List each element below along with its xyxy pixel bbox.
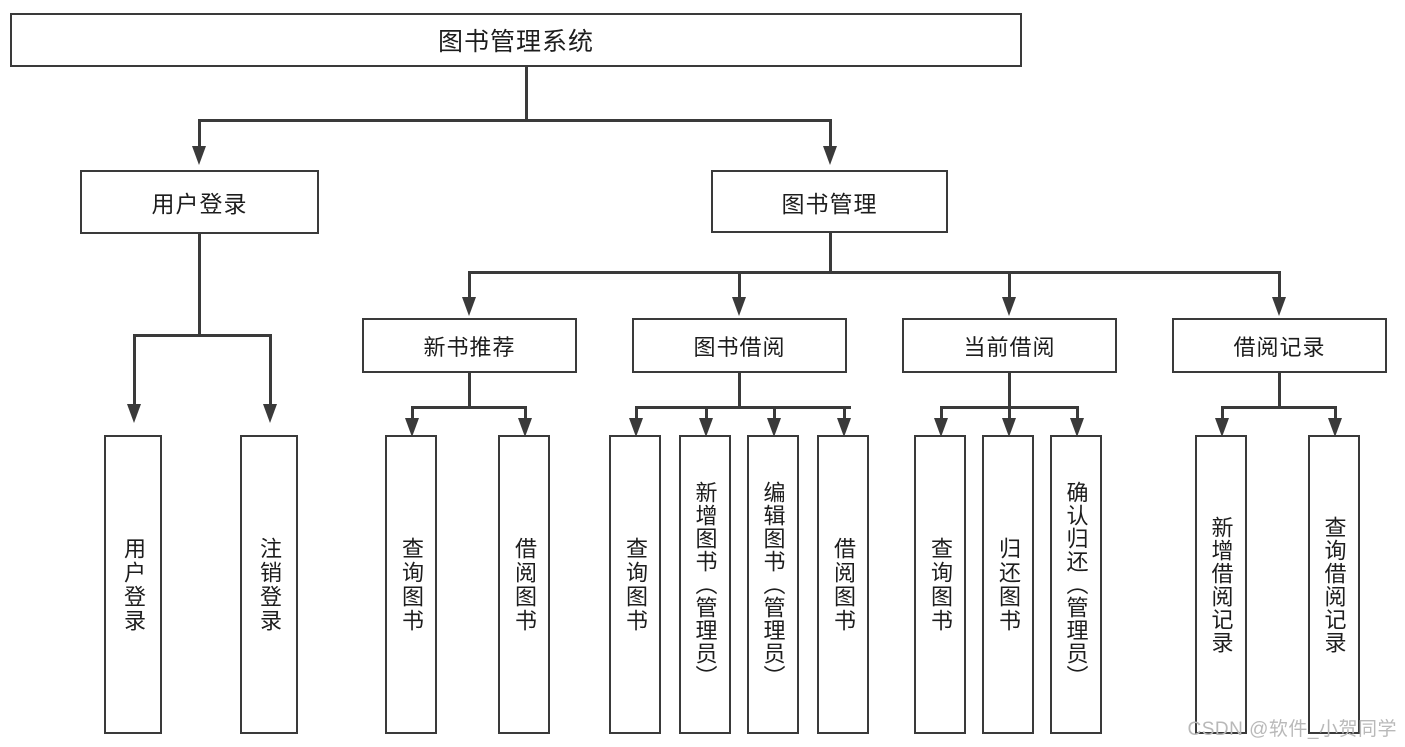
node-leaf-confirm-return[interactable]: 确认归还（管理员） xyxy=(1050,435,1102,734)
node-book-management-label: 图书管理 xyxy=(781,190,878,217)
node-user-login[interactable]: 用户登录 xyxy=(80,170,319,234)
connector-cb-to-leaf-1 xyxy=(940,406,943,422)
connector-bm-to-borrow-record xyxy=(1278,271,1281,299)
node-leaf-query-book-3[interactable]: 查询图书 xyxy=(914,435,966,734)
connector-user-login-bus xyxy=(133,334,271,337)
arrowhead-leaf-user-login xyxy=(127,404,141,423)
connector-root-bus xyxy=(198,119,832,122)
arrowhead-leaf-edit-book xyxy=(767,418,781,437)
node-new-book-recommend[interactable]: 新书推荐 xyxy=(362,318,577,373)
node-leaf-query-book-1[interactable]: 查询图书 xyxy=(385,435,437,734)
connector-user-login-stem xyxy=(198,234,201,336)
node-leaf-logout-login[interactable]: 注销登录 xyxy=(240,435,298,734)
connector-br-to-leaf-2 xyxy=(1334,406,1337,422)
node-borrow-record-label: 借阅记录 xyxy=(1233,334,1326,360)
node-leaf-edit-book[interactable]: 编辑图书（管理员） xyxy=(747,435,799,734)
node-current-borrow-label: 当前借阅 xyxy=(963,334,1056,360)
connector-bb-to-leaf-1 xyxy=(635,406,638,422)
node-leaf-user-login[interactable]: 用户登录 xyxy=(104,435,162,734)
connector-cb-to-leaf-3 xyxy=(1076,406,1079,422)
node-leaf-borrow-book-1-label: 借阅图书 xyxy=(511,536,537,633)
arrowhead-book-management xyxy=(823,146,837,165)
arrowhead-leaf-add-borrow-record xyxy=(1215,418,1229,437)
connector-nbr-to-leaf-2 xyxy=(524,406,527,422)
csdn-watermark: CSDN @软件_小贺同学 xyxy=(1187,719,1397,740)
connector-book-management-stem xyxy=(829,233,832,273)
node-leaf-add-book-label: 新增图书（管理员） xyxy=(692,481,718,688)
connector-nbr-bus xyxy=(411,406,526,409)
connector-user-login-to-leaf-1 xyxy=(133,334,136,406)
connector-bb-to-leaf-4 xyxy=(843,406,846,422)
node-leaf-add-book[interactable]: 新增图书（管理员） xyxy=(679,435,731,734)
connector-nbr-to-leaf-1 xyxy=(411,406,414,422)
connector-bm-to-book-borrow xyxy=(738,271,741,299)
node-leaf-query-book-3-label: 查询图书 xyxy=(927,536,953,633)
node-book-management[interactable]: 图书管理 xyxy=(711,170,948,233)
node-leaf-confirm-return-label: 确认归还（管理员） xyxy=(1063,481,1089,688)
node-leaf-logout-login-label: 注销登录 xyxy=(256,536,282,633)
node-root-system[interactable]: 图书管理系统 xyxy=(10,13,1022,67)
node-leaf-edit-book-label: 编辑图书（管理员） xyxy=(760,481,786,688)
arrowhead-user-login xyxy=(192,146,206,165)
connector-br-stem xyxy=(1278,373,1281,408)
arrowhead-leaf-query-borrow-record xyxy=(1328,418,1342,437)
arrowhead-new-book-recommend xyxy=(462,297,476,316)
node-leaf-add-borrow-record[interactable]: 新增借阅记录 xyxy=(1195,435,1247,734)
connector-user-login-to-leaf-2 xyxy=(269,334,272,406)
node-new-book-recommend-label: 新书推荐 xyxy=(423,334,516,360)
node-book-borrow[interactable]: 图书借阅 xyxy=(632,318,847,373)
arrowhead-leaf-query-book-2 xyxy=(629,418,643,437)
node-user-login-label: 用户登录 xyxy=(151,191,248,217)
node-book-borrow-label: 图书借阅 xyxy=(693,334,786,360)
arrowhead-leaf-add-book xyxy=(699,418,713,437)
arrowhead-leaf-confirm-return xyxy=(1070,418,1084,437)
connector-cb-stem xyxy=(1008,373,1011,408)
connector-br-to-leaf-1 xyxy=(1221,406,1224,422)
arrowhead-book-borrow xyxy=(732,297,746,316)
arrowhead-leaf-borrow-book-1 xyxy=(518,418,532,437)
node-leaf-query-book-2[interactable]: 查询图书 xyxy=(609,435,661,734)
connector-bb-to-leaf-3 xyxy=(773,406,776,422)
node-leaf-query-borrow-record[interactable]: 查询借阅记录 xyxy=(1308,435,1360,734)
connector-root-stem xyxy=(525,67,528,120)
arrowhead-current-borrow xyxy=(1002,297,1016,316)
node-leaf-borrow-book-1[interactable]: 借阅图书 xyxy=(498,435,550,734)
connector-cb-to-leaf-2 xyxy=(1008,406,1011,422)
node-leaf-borrow-book-2[interactable]: 借阅图书 xyxy=(817,435,869,734)
connector-bm-to-current-borrow xyxy=(1008,271,1011,299)
node-leaf-borrow-book-2-label: 借阅图书 xyxy=(830,536,856,633)
arrowhead-leaf-return-book xyxy=(1002,418,1016,437)
node-leaf-return-book[interactable]: 归还图书 xyxy=(982,435,1034,734)
arrowhead-leaf-query-book-1 xyxy=(405,418,419,437)
connector-book-management-bus xyxy=(468,271,1280,274)
connector-bb-stem xyxy=(738,373,741,408)
node-root-label: 图书管理系统 xyxy=(437,28,594,56)
arrowhead-leaf-logout-login xyxy=(263,404,277,423)
connector-bm-to-new-book-recommend xyxy=(468,271,471,299)
node-leaf-query-book-1-label: 查询图书 xyxy=(398,536,424,633)
node-leaf-query-book-2-label: 查询图书 xyxy=(622,536,648,633)
arrowhead-borrow-record xyxy=(1272,297,1286,316)
arrowhead-leaf-borrow-book-2 xyxy=(837,418,851,437)
connector-root-to-book-management xyxy=(829,119,832,149)
connector-nbr-stem xyxy=(468,373,471,408)
connector-root-to-user-login xyxy=(198,119,201,149)
arrowhead-leaf-query-book-3 xyxy=(934,418,948,437)
node-leaf-return-book-label: 归还图书 xyxy=(995,536,1021,633)
connector-bb-to-leaf-2 xyxy=(705,406,708,422)
node-leaf-query-borrow-record-label: 查询借阅记录 xyxy=(1321,515,1347,654)
node-leaf-add-borrow-record-label: 新增借阅记录 xyxy=(1208,515,1234,654)
node-current-borrow[interactable]: 当前借阅 xyxy=(902,318,1117,373)
connector-bb-bus xyxy=(635,406,851,409)
node-leaf-user-login-label: 用户登录 xyxy=(120,536,146,633)
node-borrow-record[interactable]: 借阅记录 xyxy=(1172,318,1387,373)
connector-br-bus xyxy=(1221,406,1336,409)
